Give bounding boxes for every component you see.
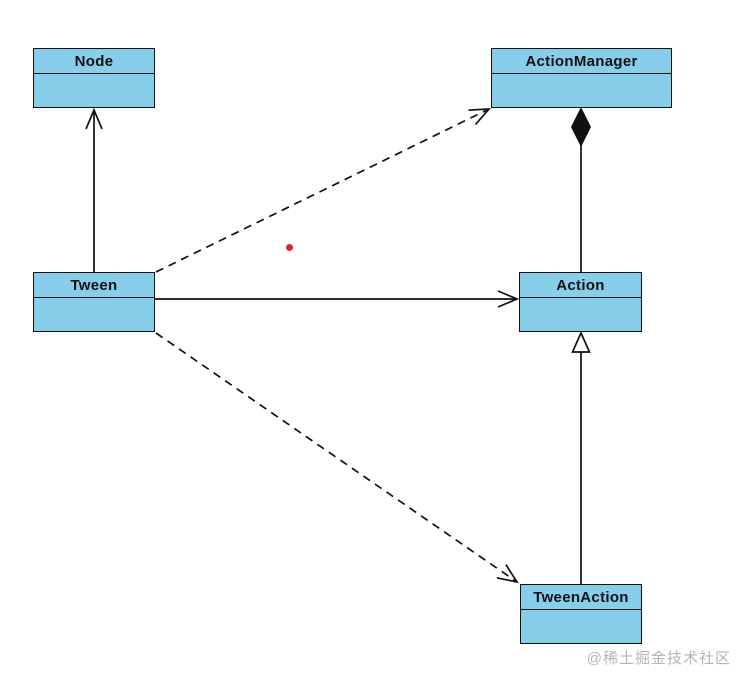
class-body-compartment (520, 298, 641, 331)
class-title: Action (520, 273, 641, 298)
class-box-action: Action (519, 272, 642, 332)
edge-tween-to-actionmanager-dependency (155, 108, 491, 273)
class-box-tweenaction: TweenAction (520, 584, 642, 644)
class-body-compartment (34, 74, 154, 107)
watermark-text: @稀土掘金技术社区 (586, 650, 731, 667)
class-body-compartment (492, 74, 671, 107)
class-title: TweenAction (521, 585, 641, 610)
edge-tween-to-tweenaction-dependency (155, 332, 519, 584)
generalization-triangle-icon (571, 330, 591, 353)
class-title: Tween (34, 273, 154, 298)
class-box-node: Node (33, 48, 155, 108)
composition-diamond-icon (571, 107, 591, 147)
class-title: Node (34, 49, 154, 74)
red-dot-annotation (286, 244, 293, 251)
class-box-tween: Tween (33, 272, 155, 332)
class-body-compartment (521, 610, 641, 643)
class-title: ActionManager (492, 49, 671, 74)
class-box-actionmanager: ActionManager (491, 48, 672, 108)
class-body-compartment (34, 298, 154, 331)
